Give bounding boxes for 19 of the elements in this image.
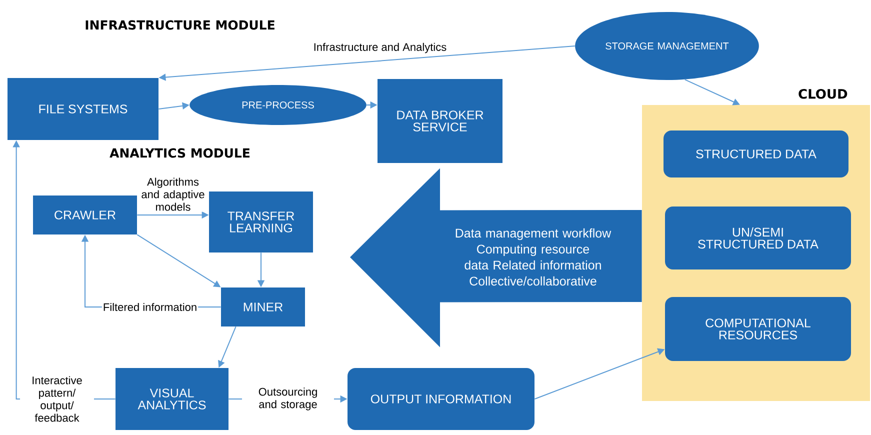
module-heading: ANALYTICS MODULE xyxy=(110,148,250,158)
edge-label: Outsourcing and storage xyxy=(242,386,334,412)
process-box: CRAWLER xyxy=(33,196,137,234)
process-box: DATA BROKER SERVICE xyxy=(378,79,502,163)
rounded-box: COMPUTATIONAL RESOURCES xyxy=(665,297,851,361)
process-box: MINER xyxy=(221,288,305,326)
rounded-box: OUTPUT INFORMATION xyxy=(348,368,534,430)
process-box: FILE SYSTEMS xyxy=(8,78,158,140)
edge-label: Filtered information xyxy=(102,302,198,312)
edge-label: Interactive pattern/ output/ feedback xyxy=(20,375,94,423)
edge-label: Infrastructure and Analytics xyxy=(312,42,448,54)
node-label: CLOUD xyxy=(798,88,848,99)
rounded-box: STRUCTURED DATA xyxy=(664,130,848,178)
process-box: TRANSFER LEARNING xyxy=(209,192,313,252)
process-box: VISUAL ANALYTICS xyxy=(116,368,228,430)
edge-label: Data management workflow Computing resource data Related information Collective/collaborative xyxy=(446,227,620,287)
module-heading: INFRASTRUCTURE MODULE xyxy=(86,20,274,30)
rounded-box: UN/SEMI STRUCTURED DATA xyxy=(665,206,851,270)
edge-label: Algorithms and adaptive models xyxy=(137,176,209,212)
